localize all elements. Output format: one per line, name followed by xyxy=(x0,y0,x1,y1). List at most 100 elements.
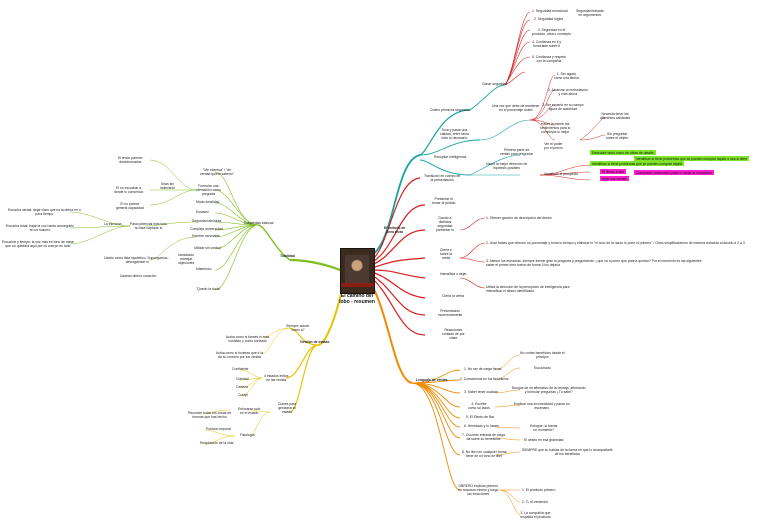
escucha-verbal: Escucha verbal: dejar claro que es la of… xyxy=(8,208,81,216)
siempre-leaf-1: Actúa como si fueses el más confiado y c… xyxy=(226,335,270,343)
seguridad-4: 4. Confianza en ti y honorable sobre ti xyxy=(532,40,562,48)
green-leaf-1: El tercio parecer desinformados xyxy=(118,156,143,164)
highlight-green-1: Descubrir tanto como de cifras de detall… xyxy=(590,150,656,155)
lenguaje-4: 4. Escribe como su lados xyxy=(468,402,490,410)
estado-coraje: Coraje xyxy=(238,393,248,397)
green-node-11: "Quedo la duda" xyxy=(196,287,221,291)
branch-metodo: El método de linea recta xyxy=(384,226,406,234)
orange-leaf-5: Enfoque: si fueras un momento? xyxy=(530,424,558,432)
green-leaf-2: El no escuchar a donde lo convenció xyxy=(114,186,144,194)
green-leaf-4: Seas sin indecisión xyxy=(160,182,176,190)
node-estrategias: Estrategias básicas xyxy=(244,221,274,225)
seguridad-argumentos: Seguridad basada en argumentos xyxy=(576,9,604,17)
green-leaf-7: Usando dinero vocación xyxy=(120,274,157,278)
identificar-prospecto: Identificar el prospecto xyxy=(544,172,579,176)
orange-leaf-7: SIEMPRE que su hablas de la forma en que… xyxy=(522,448,613,456)
una-vez-3: 3. Ser experto en su campo figura de aut… xyxy=(542,103,584,111)
red-leaf-2: 2. Usar frases que ofrecen un porcentaje… xyxy=(486,241,745,245)
lenguaje-2: 2. Consciencia en los beneficios xyxy=(460,377,509,381)
ganar-seguridad: Ganar seguridad xyxy=(482,82,508,86)
book-title-band xyxy=(341,283,374,287)
lenguaje-1: 1. No ser de carga frenal xyxy=(464,367,502,371)
orange-branch-lines xyxy=(371,284,521,516)
green-node-5: Seguridad absoluta xyxy=(192,219,222,223)
dando-seguridad: Dando a distintos seguridad presentar lo xyxy=(436,216,454,232)
red-leaf-1: 1. Ofrecer gancho de descripción del des… xyxy=(486,216,552,220)
una-vez-1: 1. Ser agudo como una flecha xyxy=(554,72,579,80)
orange-leaf-1: No contar beneficios desde el principio xyxy=(520,351,565,359)
presentar-pedido: Presentar el tomar al pedido xyxy=(432,197,456,205)
red-branch-lines xyxy=(371,11,606,336)
lenguaje-5: 5. El Efecto de Bar xyxy=(466,415,495,419)
orange-leaf-3: Busque de mi afirmativo de la ventaja, a… xyxy=(512,386,586,394)
lenguaje-9: OBRERO explicar primero no nosotros mism… xyxy=(458,484,499,496)
green-leaf-3: El no parece general capacidad xyxy=(116,202,144,210)
highlight-green-3: Identificar si tiene problemas que se pu… xyxy=(634,156,750,161)
green-node-6: Complejo universidad xyxy=(190,227,223,231)
lenguaje-3: 3. Saber tener ocasión xyxy=(464,390,499,394)
author-portrait xyxy=(345,255,369,285)
ver-poder: Ver el poder por el precio xyxy=(544,142,563,150)
respiracion: Respiración de la vida xyxy=(200,441,234,445)
hacer-direccion: Hacer la mejor dirección de hipótesis po… xyxy=(486,162,528,170)
highlight-magenta-1: Comprador potencial a plazo o mejor el c… xyxy=(634,170,715,175)
red-leaf-4: Utiliza la dirección de la percepción de… xyxy=(486,285,570,293)
green-node-3: Modo-tonalidad xyxy=(196,200,220,204)
seguridad-2: 2. Seguridad lógica xyxy=(534,17,564,21)
orange-last-3: 3. La compañía que respalda el producto xyxy=(520,511,551,519)
estado-certeza: Certeza xyxy=(236,385,248,389)
green-node-1: "Me interesa" / "de verdad quiero saberl… xyxy=(200,168,235,176)
green-node-9: Idealizado manejar objeciones xyxy=(178,253,195,265)
highlight-green-2: Identificar si tiene problemas que se pu… xyxy=(590,161,685,166)
estado-claridad: Claridad xyxy=(236,377,249,381)
escucha-tonal: Escucha tonal: bajar la voz hasta conseg… xyxy=(6,224,75,232)
lenguaje-8: 8. No libro en cualquier forma tiene de … xyxy=(462,450,507,458)
cuatro-estados: 4 estados éxitos en las ventas xyxy=(264,374,289,382)
central-topic: El camino del lobo - resumen xyxy=(339,293,375,305)
estado-confidente: Confidente xyxy=(232,367,249,371)
la-escucha: La escucha xyxy=(104,222,122,226)
green-branch-lines xyxy=(69,159,341,291)
una-vez: Una vez que debe de mantener en el porce… xyxy=(492,104,540,112)
orange-leaf-2: Escuchado xyxy=(534,366,551,370)
presentacion-incorrecta: Presentación incorrectamente xyxy=(438,309,463,317)
green-node-10: Misterioso xyxy=(196,267,212,271)
siempre-actuar: Siempre actuar "como si" xyxy=(286,324,309,332)
highlight-magenta-3: tiene sus ventas xyxy=(600,176,629,181)
postura-corporal: Postura corporal xyxy=(206,427,231,431)
primera-parte: Primera parte de ventas para preguntar xyxy=(500,148,534,156)
hacer-mente: Hacer la mente los sentimientos para lo … xyxy=(540,122,571,134)
intensifica: Intensifica o dejar xyxy=(440,272,467,276)
siempre-leaf-2: Actúa como si tuvieras que ir la de su c… xyxy=(216,351,264,359)
seguridad-5: 5. Confianza y respeto con la compañía xyxy=(532,55,566,63)
orange-last-2: 2. Ti, el vendedor xyxy=(522,500,549,504)
branch-totalidad: Totalidad xyxy=(280,254,295,258)
reacciones: Reacciones contado de por clase xyxy=(442,328,465,340)
orange-leaf-6: El deseo en esa gravedad xyxy=(524,438,564,442)
green-node-8: Utilizar sin control xyxy=(194,246,221,250)
enfocarse: Enfocarse solo en el estado xyxy=(238,407,261,415)
red-leaf-3: 3. Asesor los escuchas, siempre formar g… xyxy=(486,259,702,267)
toca-pasar: Toca y pasar una calidad, entre tanto to… xyxy=(440,128,469,140)
green-node-4: Escasez xyxy=(196,210,209,214)
branch-gestion: Gestión de estado xyxy=(300,340,330,344)
escucha-tiempo: Escuchar y tiempo: la voz más en tono de… xyxy=(2,240,74,248)
seguridad-3: 3. Seguridad en el producto, idea o conc… xyxy=(532,28,572,36)
green-leaf-6: Usarlo como lista hipotético. Supongamos… xyxy=(104,256,171,264)
branch-lenguaje: Lenguaje de ventas xyxy=(416,378,448,382)
seguridad-1: 1. Seguridad emocional xyxy=(532,9,568,13)
una-vez-2: 2. Alcanzar un entusiasmo y más ahora xyxy=(548,88,588,96)
recopilar: Recopilar inteligencia xyxy=(434,155,467,159)
green-node-2: Formular una afirmación como pregunta xyxy=(196,184,221,196)
sin-preguntar: Sin preguntar sobre el objeto xyxy=(606,132,629,140)
lenguaje-7: 7. Ocurrido entrada de ciega da sobre su… xyxy=(462,433,505,441)
cierre-venta: Cierre e sobre la venta xyxy=(440,248,453,260)
cuatro-segundos: Cuatro primeros segundos xyxy=(430,108,470,112)
teal-branch-lines xyxy=(371,84,531,256)
highlight-magenta-2: El llevas a alta xyxy=(600,169,626,174)
fisiologia: Fisiología xyxy=(240,433,255,437)
book-cover-image xyxy=(340,248,375,294)
lenguaje-6: 6. Heredado y lo haces xyxy=(464,424,499,428)
transicion: Transición en cuerpo de la presentación xyxy=(424,174,461,182)
